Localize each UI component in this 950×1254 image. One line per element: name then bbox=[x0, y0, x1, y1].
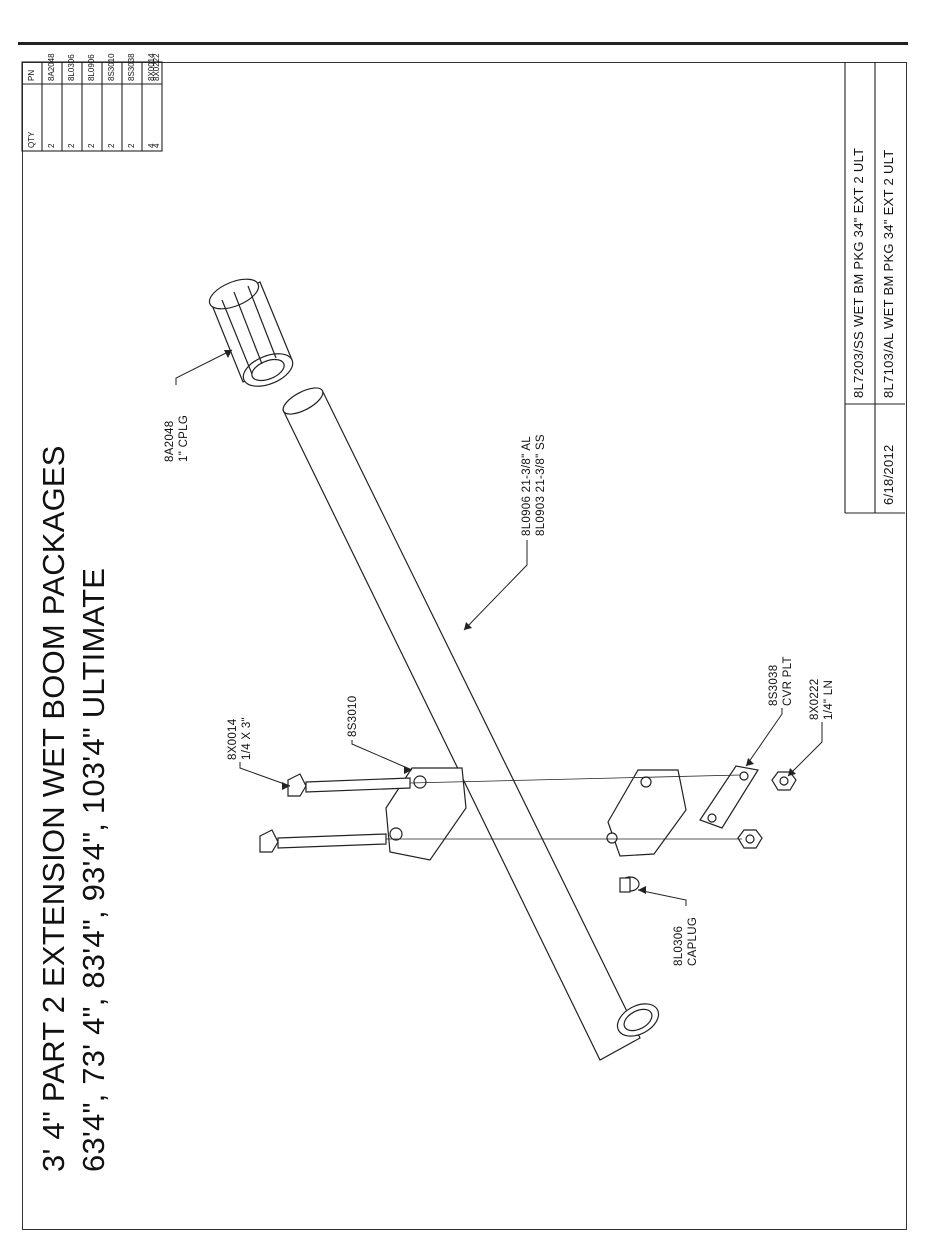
clamp-8S3010-upper bbox=[385, 767, 467, 861]
bom-row-qty: 2 bbox=[107, 143, 116, 148]
callout-tube: 8L0906 21-3/8" AL 8L0903 21-3/8" SS bbox=[520, 434, 548, 536]
callout-caplug-desc: CAPLUG bbox=[687, 916, 699, 966]
callout-cover-plate-desc: CVR PLT bbox=[782, 656, 794, 706]
callout-bolt: 8X0014 1/4 X 3" bbox=[226, 717, 254, 760]
callout-tube-line-2: 8L0903 21-3/8" SS bbox=[535, 434, 547, 536]
leader-lines bbox=[175, 349, 823, 906]
cover-plate-8S3038 bbox=[699, 765, 759, 829]
title-block-grid bbox=[844, 62, 905, 514]
callout-coupling: 8A2048 1" CPLG bbox=[163, 415, 191, 462]
bom-row-qty: 2 bbox=[67, 143, 76, 148]
bom-row-pn: 8L0306 bbox=[67, 54, 76, 81]
callout-locknut-pn: 8X0222 bbox=[809, 678, 821, 720]
locknut-8X0222 bbox=[737, 771, 797, 849]
callout-coupling-pn: 8A2048 bbox=[164, 420, 176, 462]
bom-row-pn: 8L0906 bbox=[87, 54, 96, 81]
package-al-label: 8L7103/AL WET BM PKG 34" EXT 2 ULT bbox=[881, 149, 896, 398]
callout-bolt-pn: 8X0014 bbox=[227, 718, 239, 760]
bolt-8X0014-upper bbox=[287, 773, 411, 797]
callout-locknut-desc: 1/4" LN bbox=[823, 679, 835, 720]
callout-clamp: 8S3010 bbox=[346, 696, 360, 737]
bom-row-qty: 4 bbox=[152, 143, 161, 148]
drawing-title-line-1: 3' 4" PART 2 EXTENSION WET BOOM PACKAGES bbox=[36, 445, 71, 1172]
bom-row-qty: 2 bbox=[87, 143, 96, 148]
coupling-8A2048 bbox=[208, 278, 294, 387]
drawing-frame bbox=[22, 62, 907, 1230]
caplug-8L0306 bbox=[619, 876, 640, 893]
callout-coupling-desc: 1" CPLG bbox=[178, 414, 190, 462]
bolt-8X0014-lower bbox=[259, 829, 387, 853]
bom-row-pn: 8A2048 bbox=[47, 53, 56, 81]
drawing-date: 6/18/2012 bbox=[881, 444, 896, 505]
callout-cover-plate: 8S3038 CVR PLT bbox=[767, 656, 795, 706]
package-ss-label: 8L7203/SS WET BM PKG 34" EXT 2 ULT bbox=[851, 147, 866, 398]
top-rule bbox=[18, 42, 908, 45]
assembly-lines bbox=[386, 774, 742, 840]
callout-cover-plate-pn: 8S3038 bbox=[768, 664, 780, 706]
callout-caplug: 8L0306 CAPLUG bbox=[672, 917, 700, 966]
bom-row-pn: 8S3038 bbox=[127, 53, 136, 81]
bom-row-pn: 8X0222 bbox=[152, 53, 161, 81]
callout-bolt-desc: 1/4 X 3" bbox=[241, 717, 253, 760]
callout-tube-line-1: 8L0906 21-3/8" AL bbox=[521, 436, 533, 536]
bom-row-qty: 2 bbox=[127, 143, 136, 148]
bom-row-pn: 8S3010 bbox=[107, 53, 116, 81]
bom-table-grid bbox=[21, 61, 163, 152]
drawing-title-line-2: 63'4", 73' 4", 83'4", 93'4", 103'4" ULTI… bbox=[76, 567, 111, 1172]
callout-caplug-pn: 8L0306 bbox=[673, 925, 685, 966]
callout-locknut: 8X0222 1/4" LN bbox=[808, 679, 836, 720]
tube-8L0906 bbox=[282, 387, 660, 1061]
clamp-8S3010-lower bbox=[606, 769, 687, 857]
callout-clamp-pn: 8S3010 bbox=[347, 695, 359, 737]
bom-header-pn: PN bbox=[27, 69, 36, 81]
bom-row-qty: 2 bbox=[47, 143, 56, 148]
bom-header-qty: QTY bbox=[27, 131, 36, 148]
